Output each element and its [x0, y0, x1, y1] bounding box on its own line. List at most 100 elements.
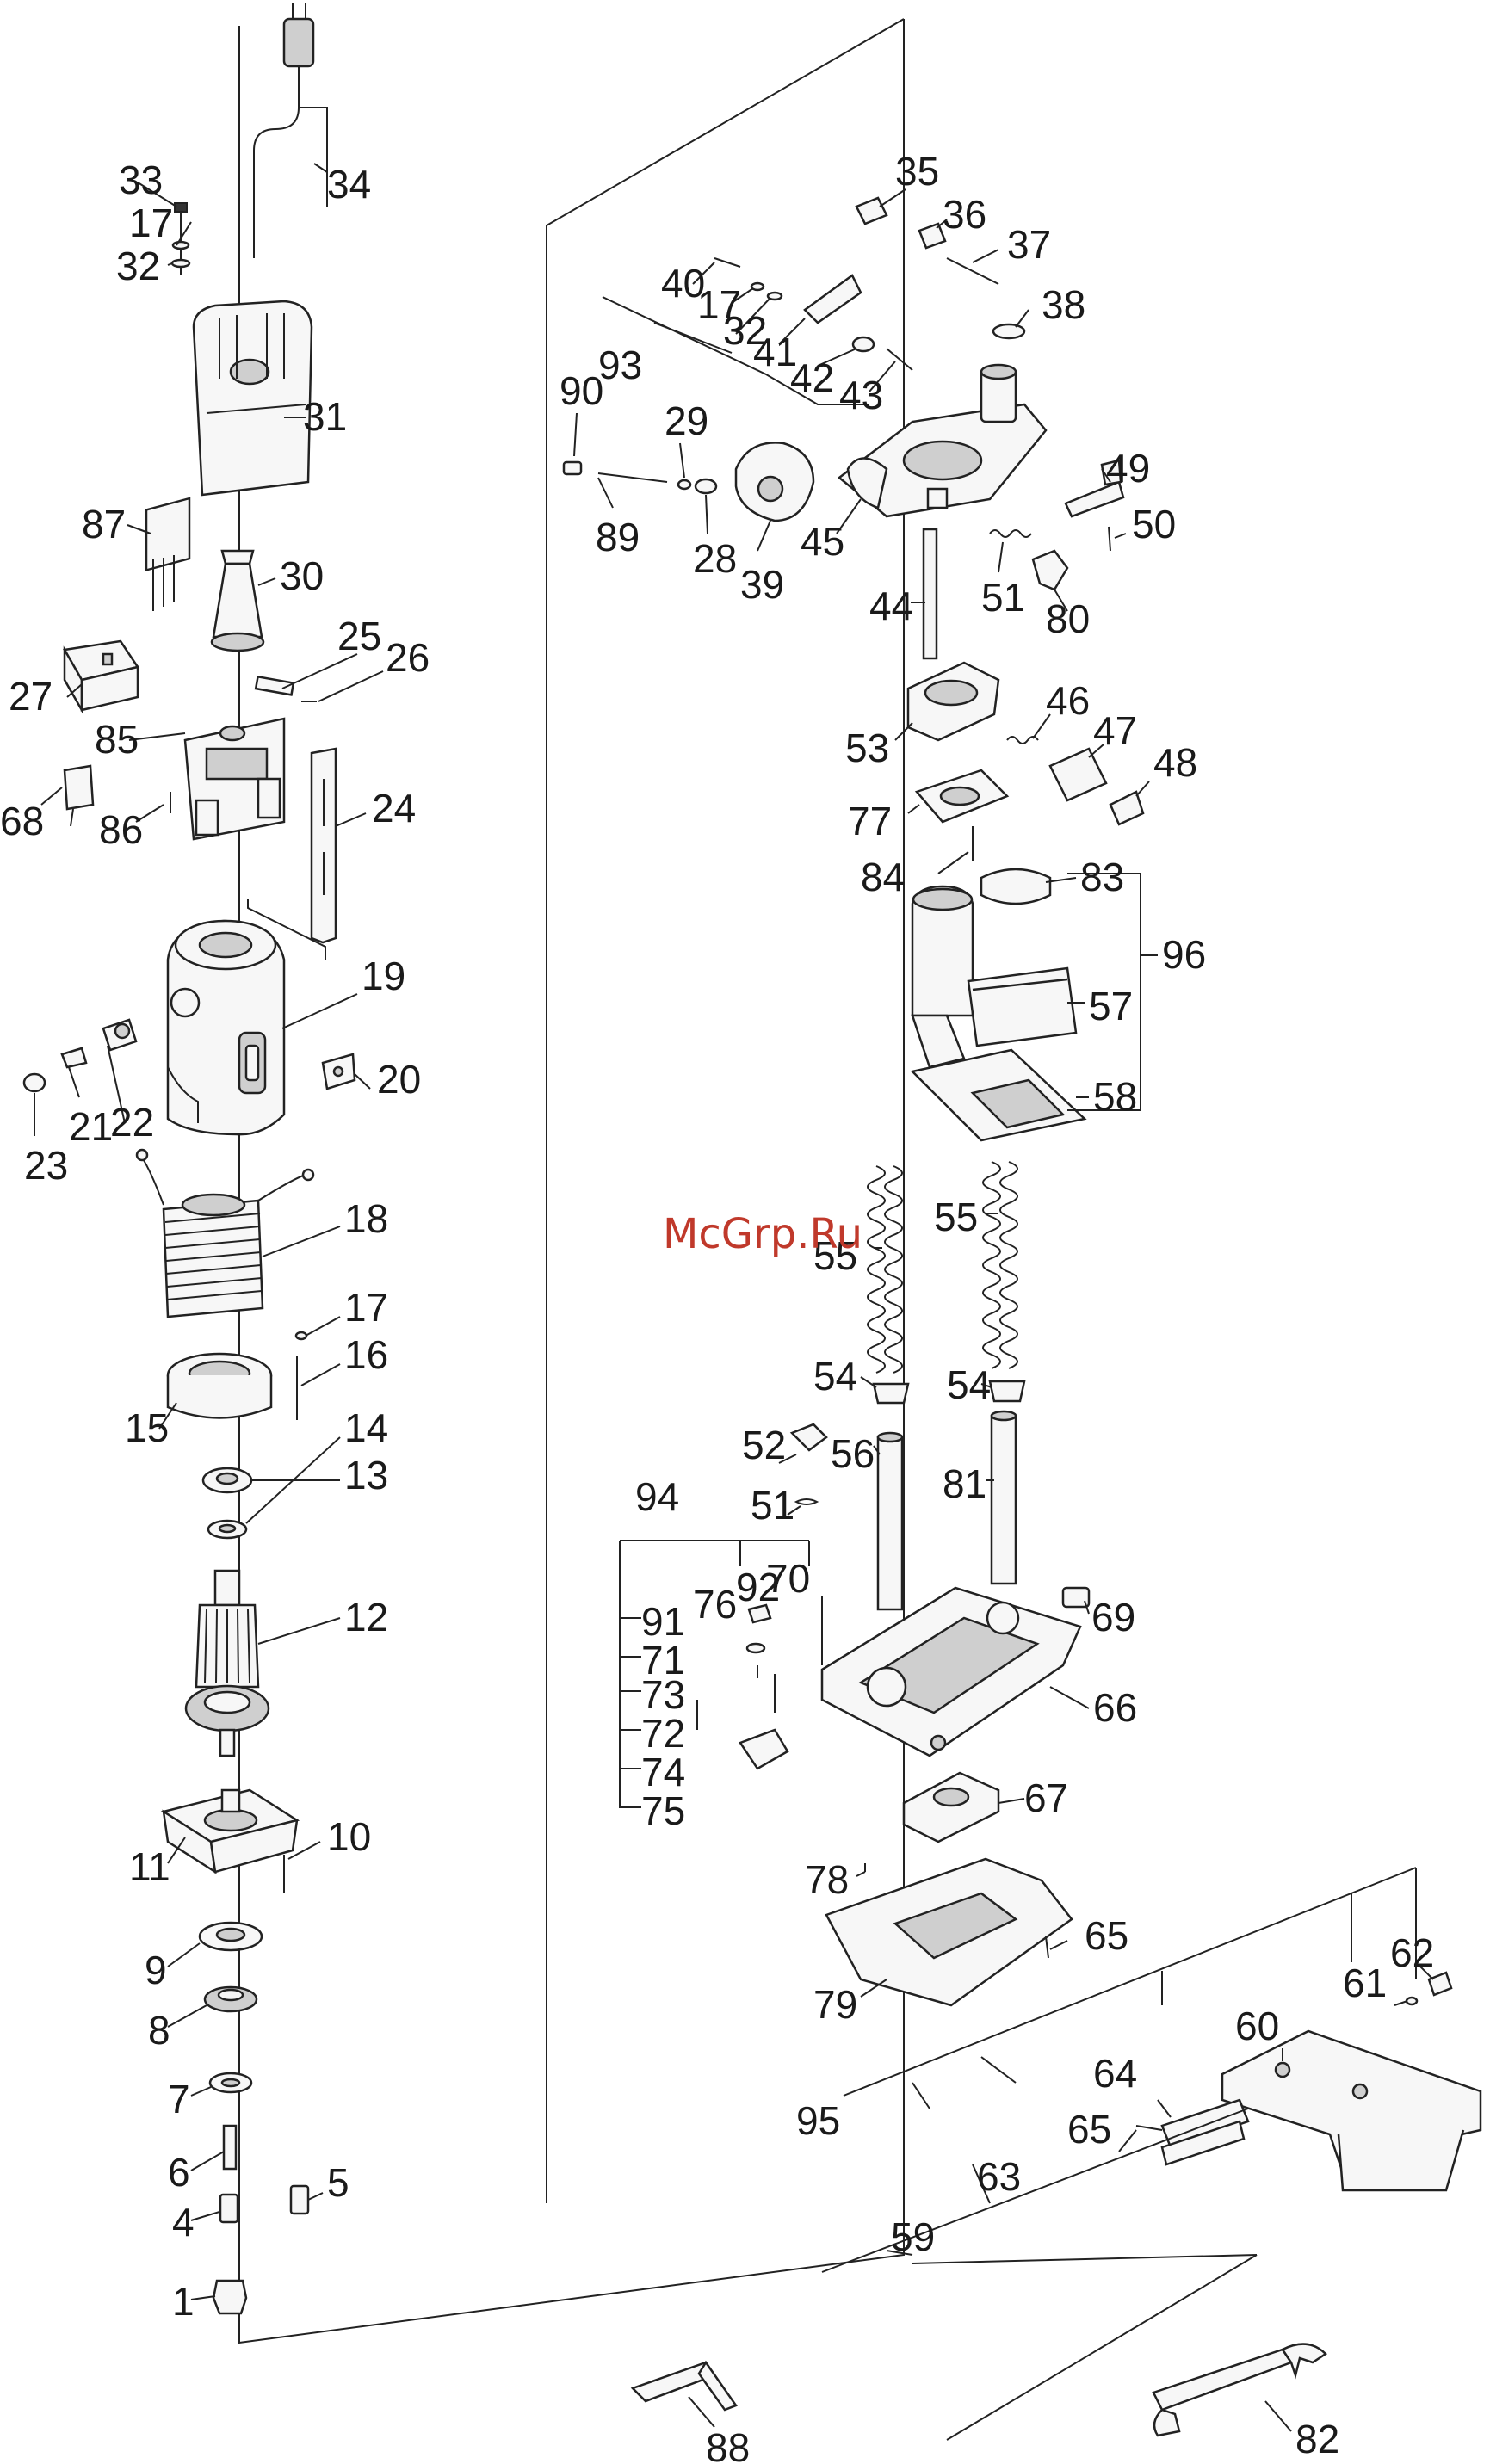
armature-part — [184, 1569, 270, 1757]
upper-housing-part — [837, 363, 1048, 518]
label-81: 81 — [943, 1461, 986, 1506]
leader-lines — [34, 163, 1434, 2432]
label-9: 9 — [145, 1948, 167, 1992]
label-67: 67 — [1024, 1775, 1068, 1820]
spring-right-part — [982, 1161, 1018, 1369]
label-58: 58 — [1093, 1074, 1137, 1119]
label-90: 90 — [560, 368, 603, 413]
label-79: 79 — [813, 1982, 857, 2027]
label-16: 16 — [344, 1332, 388, 1377]
label-34: 34 — [327, 162, 371, 207]
label-37: 37 — [1007, 222, 1051, 267]
label-56: 56 — [831, 1431, 875, 1476]
label-53: 53 — [845, 726, 889, 770]
label-10: 10 — [327, 1814, 371, 1859]
label-33: 33 — [119, 157, 163, 202]
label-77: 77 — [848, 799, 892, 843]
label-27: 27 — [9, 674, 53, 719]
label-76: 76 — [693, 1582, 737, 1627]
label-89: 89 — [596, 515, 640, 559]
label-57: 57 — [1089, 984, 1133, 1028]
wrench-part — [1152, 2343, 1327, 2437]
label-13: 13 — [344, 1453, 388, 1498]
depth-stop-housing-part — [906, 661, 1000, 742]
label-73: 73 — [641, 1672, 685, 1717]
label-85: 85 — [95, 717, 139, 762]
label-55a: 55 — [813, 1233, 857, 1278]
motor-cover-part — [192, 300, 313, 497]
power-cord-part — [253, 3, 329, 258]
router-base-part — [820, 1586, 1091, 1757]
stator-part — [135, 1148, 315, 1318]
label-21: 21 — [69, 1104, 113, 1149]
label-17b: 17 — [129, 201, 173, 245]
label-59: 59 — [891, 2214, 935, 2259]
label-80: 80 — [1046, 596, 1090, 641]
label-42: 42 — [790, 355, 834, 400]
parallel-guide-bracket-part — [1221, 2029, 1482, 2192]
label-40: 40 — [661, 261, 705, 306]
label-32a: 32 — [116, 244, 160, 288]
label-38: 38 — [1042, 282, 1085, 327]
label-93: 93 — [598, 343, 642, 387]
label-7: 7 — [168, 2077, 190, 2121]
label-32b: 32 — [723, 308, 767, 353]
label-30: 30 — [280, 553, 324, 598]
label-4: 4 — [172, 2200, 195, 2245]
label-1: 1 — [172, 2279, 195, 2324]
brush-holder-part — [183, 717, 286, 841]
label-94: 94 — [635, 1474, 679, 1519]
label-51a: 51 — [981, 575, 1025, 620]
sub-base-plate-part — [825, 1857, 1073, 2007]
label-70: 70 — [766, 1556, 810, 1601]
label-51b: 51 — [751, 1483, 794, 1528]
label-65b: 65 — [1085, 1913, 1128, 1958]
label-95: 95 — [796, 2098, 840, 2143]
label-50: 50 — [1132, 502, 1176, 547]
label-91: 91 — [641, 1599, 685, 1644]
label-29: 29 — [665, 398, 708, 443]
label-92: 92 — [736, 1565, 780, 1609]
label-24: 24 — [372, 786, 416, 831]
label-14: 14 — [344, 1405, 388, 1450]
label-36: 36 — [943, 192, 986, 237]
adjusting-knob-part — [734, 442, 815, 522]
label-61: 61 — [1343, 1961, 1387, 2005]
label-87: 87 — [82, 502, 126, 547]
label-39: 39 — [740, 562, 784, 607]
label-22: 22 — [110, 1100, 154, 1145]
label-25: 25 — [337, 614, 381, 658]
label-60: 60 — [1235, 2004, 1279, 2048]
label-31: 31 — [303, 394, 347, 439]
label-66: 66 — [1093, 1685, 1137, 1730]
label-28: 28 — [693, 536, 737, 581]
label-48: 48 — [1153, 740, 1197, 785]
label-86: 86 — [99, 807, 143, 852]
label-18: 18 — [344, 1196, 388, 1241]
label-12: 12 — [344, 1595, 388, 1640]
label-26: 26 — [386, 635, 430, 680]
motor-housing-part — [166, 919, 286, 1136]
label-35: 35 — [895, 149, 939, 194]
label-43: 43 — [839, 373, 883, 417]
label-64: 64 — [1093, 2051, 1137, 2096]
watermark-text: McGrp.Ru — [663, 1210, 862, 1258]
label-96: 96 — [1162, 932, 1206, 977]
label-69: 69 — [1091, 1595, 1135, 1640]
label-15: 15 — [125, 1405, 169, 1450]
label-72: 72 — [641, 1711, 685, 1756]
label-75: 75 — [641, 1788, 685, 1833]
part-labels: 1 4 5 6 7 8 9 10 11 12 13 14 15 16 17 18… — [0, 149, 1434, 2464]
right-assembly — [562, 196, 1482, 2441]
label-6: 6 — [168, 2150, 190, 2195]
label-20: 20 — [377, 1057, 421, 1102]
column-housing-part — [910, 868, 1087, 1142]
label-8: 8 — [148, 2008, 170, 2053]
label-52: 52 — [742, 1423, 786, 1467]
label-78: 78 — [805, 1857, 849, 1902]
label-5: 5 — [327, 2160, 349, 2205]
switch-part — [63, 639, 140, 714]
label-55b: 55 — [934, 1195, 978, 1239]
label-63: 63 — [977, 2154, 1021, 2199]
